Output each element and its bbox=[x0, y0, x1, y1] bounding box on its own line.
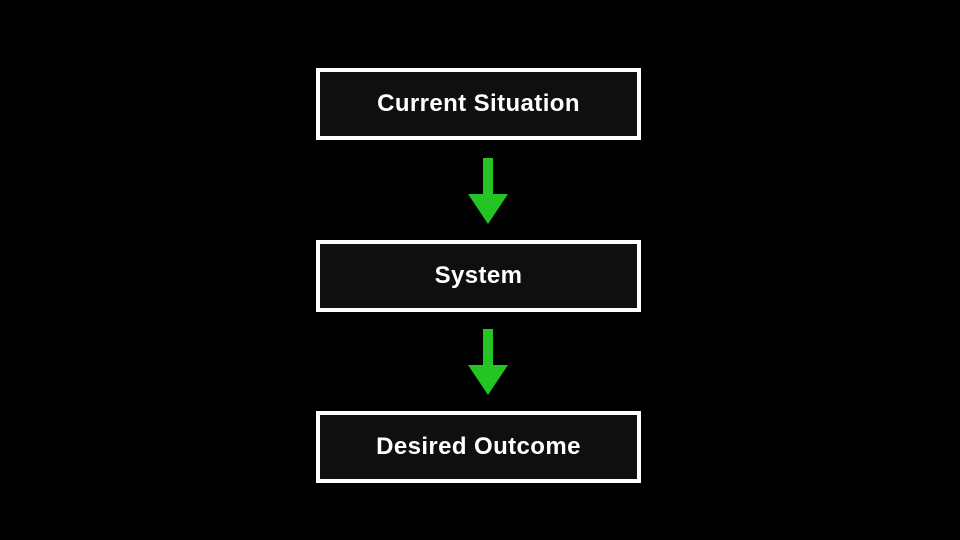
node-system: System bbox=[316, 240, 641, 312]
down-arrow-icon bbox=[468, 329, 508, 395]
down-arrow-shape bbox=[468, 158, 508, 224]
node-current-situation-label: Current Situation bbox=[377, 90, 580, 117]
node-current-situation: Current Situation bbox=[316, 68, 641, 140]
node-system-label: System bbox=[434, 262, 523, 289]
down-arrow-icon bbox=[468, 158, 508, 224]
node-desired-outcome: Desired Outcome bbox=[316, 411, 641, 483]
node-desired-outcome-label: Desired Outcome bbox=[376, 433, 581, 460]
down-arrow-shape bbox=[468, 329, 508, 395]
